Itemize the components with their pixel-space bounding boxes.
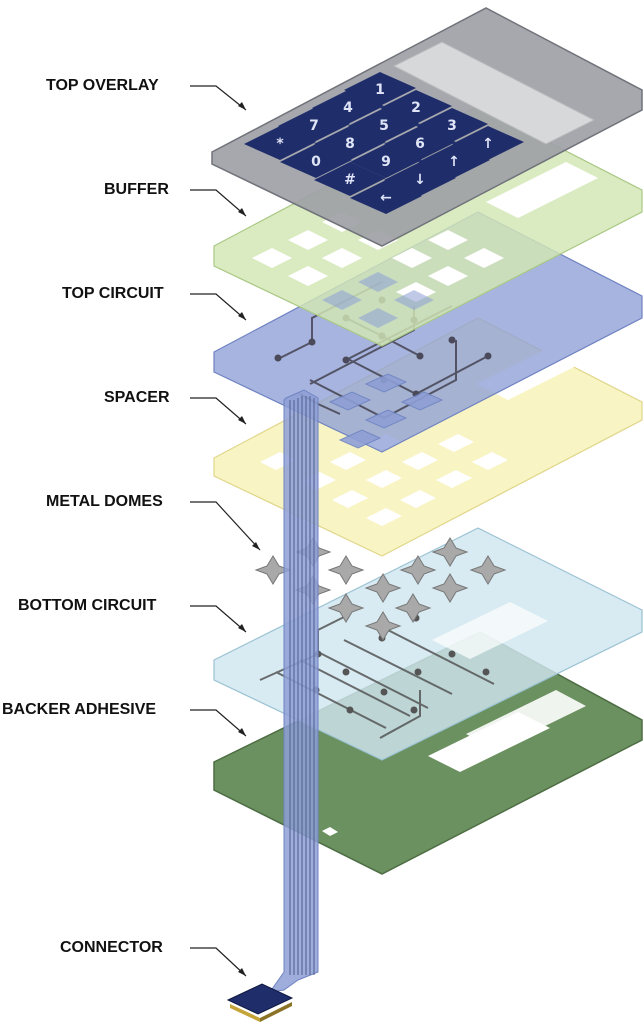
svg-text:2: 2 (411, 100, 421, 116)
svg-text:5: 5 (379, 118, 389, 134)
svg-text:*: * (276, 136, 284, 152)
svg-text:↑: ↑ (448, 154, 460, 170)
label-buffer: BUFFER (104, 181, 247, 217)
svg-text:TOP OVERLAY: TOP OVERLAY (46, 77, 159, 94)
flex-tail (268, 389, 319, 993)
svg-text:4: 4 (343, 100, 353, 116)
svg-text:METAL DOMES: METAL DOMES (46, 493, 163, 510)
key-9: 9 (350, 144, 422, 178)
svg-text:TOP CIRCUIT: TOP CIRCUIT (62, 285, 164, 302)
svg-text:BUFFER: BUFFER (104, 181, 169, 198)
svg-text:1: 1 (375, 82, 385, 98)
svg-text:#: # (344, 172, 356, 188)
label-connector: CONNECTOR (60, 939, 247, 977)
key-0: 0 (280, 144, 352, 178)
label-spacer: SPACER (104, 389, 247, 425)
backer-adhesive-layer (213, 631, 643, 875)
svg-text:0: 0 (311, 154, 321, 170)
svg-text:7: 7 (309, 118, 319, 134)
label-backer-adhesive: BACKER ADHESIVE (2, 701, 247, 737)
svg-text:CONNECTOR: CONNECTOR (60, 939, 163, 956)
svg-text:6: 6 (415, 136, 425, 152)
svg-text:↓: ↓ (414, 172, 426, 188)
label-top-overlay: TOP OVERLAY (46, 77, 247, 111)
svg-text:9: 9 (381, 154, 391, 170)
svg-text:BOTTOM CIRCUIT: BOTTOM CIRCUIT (18, 597, 157, 614)
svg-text:8: 8 (345, 136, 355, 152)
label-top-circuit: TOP CIRCUIT (62, 285, 247, 321)
key-left-arrow: ← (350, 180, 422, 214)
svg-text:SPACER: SPACER (104, 389, 170, 406)
svg-text:3: 3 (447, 118, 457, 134)
svg-text:←: ← (380, 190, 392, 206)
key-asterisk: * (244, 126, 316, 160)
label-metal-domes: METAL DOMES (46, 493, 261, 551)
key-hash: # (314, 162, 386, 196)
connector (226, 983, 294, 1022)
label-bottom-circuit: BOTTOM CIRCUIT (18, 597, 247, 633)
keypad: 1 2 3 4 5 6 7 8 9 * 0 # ↑ ↑ ↓ ← (244, 72, 524, 214)
svg-text:BACKER ADHESIVE: BACKER ADHESIVE (2, 701, 156, 718)
svg-text:↑: ↑ (482, 136, 494, 152)
